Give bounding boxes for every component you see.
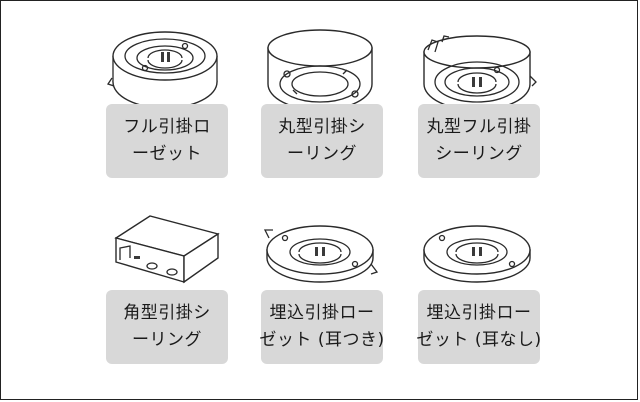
label-line-1: 丸型引掛シ [278, 117, 366, 137]
label-line-1: 丸型フル引掛 [426, 117, 532, 137]
label-line-2: シーリング [435, 144, 523, 164]
recessed-rosette-without-ears-label: 埋込引掛ロー ゼット (耳なし) [416, 290, 542, 364]
label-line-2: ーゼット [132, 144, 202, 164]
label-line-2: ゼット (耳なし) [416, 330, 542, 350]
label-line-1: 埋込引掛ロー [269, 303, 375, 323]
round-hook-ceiling-illustration [245, 22, 395, 122]
square-hook-ceiling-illustration [90, 208, 240, 308]
round-full-hook-ceiling-illustration [402, 22, 552, 122]
round-full-hook-ceiling-label: 丸型フル引掛 シーリング [418, 104, 540, 178]
label-line-2: ゼット (耳つき) [259, 330, 385, 350]
round-hook-ceiling-label: 丸型引掛シ ーリング [261, 104, 383, 178]
recessed-rosette-with-ears-label: 埋込引掛ロー ゼット (耳つき) [259, 290, 385, 364]
label-line-2: ーリング [132, 330, 202, 350]
full-hook-rosette-label: フル引掛ロ ーゼット [106, 104, 228, 178]
label-line-2: ーリング [287, 144, 357, 164]
full-hook-rosette-illustration [90, 22, 240, 122]
label-line-1: 埋込引掛ロー [426, 303, 532, 323]
label-line-1: フル引掛ロ [123, 117, 211, 137]
square-hook-ceiling-label: 角型引掛シ ーリング [106, 290, 228, 364]
label-line-1: 角型引掛シ [123, 303, 211, 323]
recessed-rosette-without-ears-illustration [402, 208, 552, 308]
recessed-rosette-with-ears-illustration [245, 208, 395, 308]
